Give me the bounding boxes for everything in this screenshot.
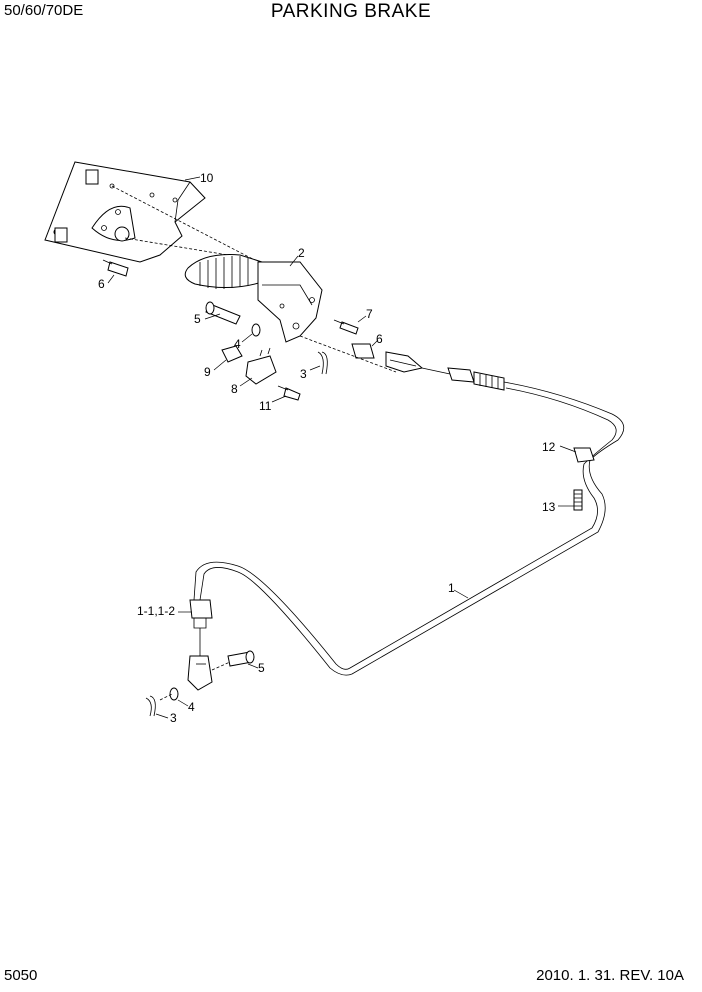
- bolt-part-7[interactable]: [333, 319, 359, 335]
- pin-part-5-lower[interactable]: [227, 650, 255, 667]
- bracket-plate-part-10[interactable]: [44, 161, 206, 263]
- callout-4-upper: 4: [234, 337, 241, 351]
- cotter-pin-part-3-upper[interactable]: [317, 351, 328, 375]
- page-title: PARKING BRAKE: [270, 1, 432, 22]
- callout-1-1-1-2: 1-1,1-2: [137, 604, 175, 618]
- clevis-lower[interactable]: [187, 655, 213, 691]
- bolt-part-6-left[interactable]: [102, 259, 129, 277]
- callout-10: 10: [200, 171, 214, 185]
- washer-part-4-upper[interactable]: [251, 323, 261, 337]
- revision-stamp: 2010. 1. 31. REV. 10A: [536, 967, 684, 984]
- clamp-part-12[interactable]: [573, 447, 595, 463]
- clevis-part-6-right[interactable]: [351, 343, 424, 373]
- callout-1: 1: [448, 581, 455, 595]
- callout-6-left: 6: [98, 277, 105, 291]
- callout-6-right: 6: [376, 332, 383, 346]
- bolt-part-11[interactable]: [277, 385, 301, 401]
- cable-end-fitting-part-1-1-1-2[interactable]: [189, 599, 213, 656]
- brake-cable-part-1[interactable]: [193, 381, 625, 676]
- callout-3-lower: 3: [170, 711, 177, 725]
- callout-5-lower: 5: [258, 661, 265, 675]
- clip-part-9[interactable]: [221, 345, 243, 363]
- callout-4-lower: 4: [188, 700, 195, 714]
- washer-part-4-lower[interactable]: [169, 687, 179, 701]
- callout-9: 9: [204, 365, 211, 379]
- switch-part-8[interactable]: [245, 347, 277, 385]
- callout-11: 11: [259, 399, 272, 413]
- callout-8: 8: [231, 382, 238, 396]
- model-code: 50/60/70DE: [4, 2, 84, 19]
- hand-lever-part-2[interactable]: [184, 254, 323, 343]
- callout-5-upper: 5: [194, 312, 201, 326]
- callout-3-upper: 3: [300, 367, 307, 381]
- page-number: 5050: [4, 967, 38, 984]
- callout-2: 2: [298, 246, 305, 260]
- pin-part-5-upper[interactable]: [205, 301, 241, 325]
- callout-13: 13: [542, 500, 556, 514]
- callout-12: 12: [542, 440, 556, 454]
- bolt-part-13[interactable]: [573, 489, 583, 511]
- cable-end-fitting-upper[interactable]: [421, 367, 505, 391]
- cotter-pin-part-3-lower[interactable]: [145, 695, 156, 717]
- callout-7: 7: [366, 307, 373, 321]
